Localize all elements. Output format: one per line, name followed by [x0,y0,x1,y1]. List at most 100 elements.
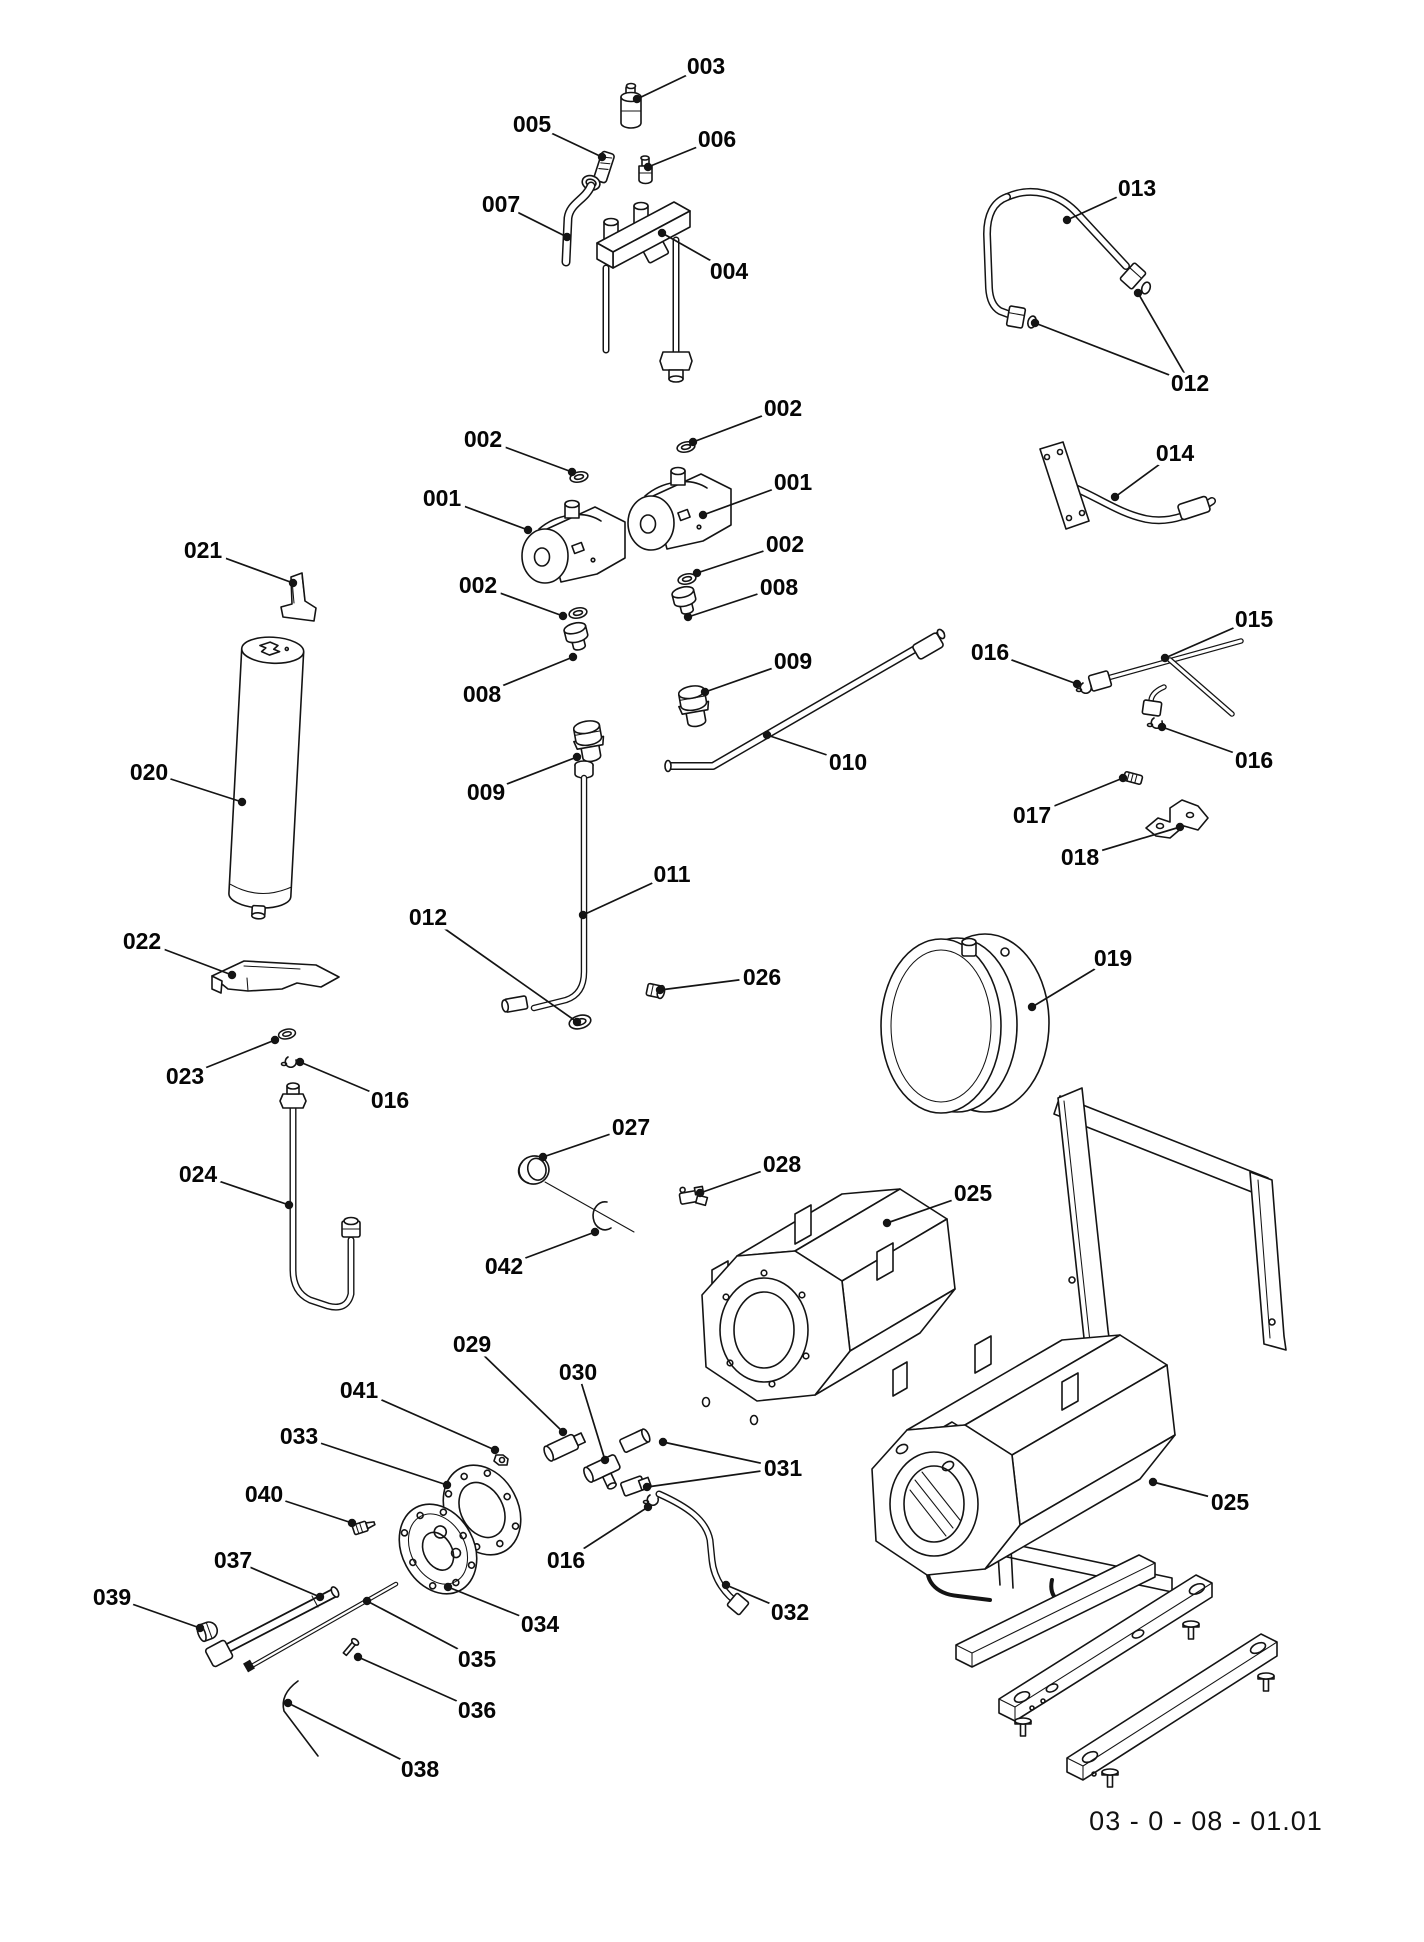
callout-label: 017 [1013,802,1051,828]
part-base-rails [955,1554,1278,1788]
part-014-flanged-pipe [1039,441,1216,530]
part-041-nut [493,1454,509,1466]
part-040-screw [351,1520,376,1536]
callout-label: 023 [166,1063,204,1089]
callout-035: 035 [362,1596,501,1677]
callout-004: 004 [657,228,753,289]
callout-023: 023 [161,1035,280,1094]
callout-label: 025 [954,1180,993,1206]
callout-003: 003 [632,49,730,104]
callout-012: 012 [404,900,582,1027]
callout-001: 001 [418,481,533,535]
callout-024: 024 [174,1157,294,1210]
callout-label: 006 [698,126,736,152]
part-003-dosing-pump [620,82,642,129]
part-019-expansion-tank [880,933,1050,1114]
callout-label: 014 [1156,440,1195,466]
part-001-circulation-pumps [521,466,732,584]
callout-label: 001 [423,485,462,511]
callout-015: 015 [1160,602,1278,663]
callout-label: 041 [340,1377,379,1403]
part-038-wire-rod [282,1680,319,1757]
callout-010: 010 [762,730,872,780]
callout-006: 006 [643,122,741,172]
parts-layer [196,82,1287,1788]
axis-line-027-042 [544,1181,635,1233]
drawing-number: 03 - 0 - 08 - 01.01 [1089,1806,1323,1836]
callout-019: 019 [1027,941,1137,1012]
callout-009: 009 [462,752,582,810]
part-024-u-pipe [279,1082,361,1311]
callout-007: 007 [477,187,572,242]
callout-022: 022 [118,924,237,980]
part-036-pin [342,1637,360,1657]
callout-label: 009 [467,779,505,805]
part-028-valve [678,1185,709,1207]
callout-label: 035 [458,1646,497,1672]
callout-label: 003 [687,53,725,79]
part-034-burner-flange [398,1503,478,1595]
callout-label: 029 [453,1331,491,1357]
callout-002: 002 [459,422,577,477]
callout-029: 029 [448,1327,568,1437]
callout-label: 005 [513,111,552,137]
callout-002: 002 [692,527,809,578]
callout-002: 002 [688,391,807,447]
callout-label: 012 [1171,370,1209,396]
callout-027: 027 [538,1110,655,1162]
callout-label: 026 [743,964,781,990]
callout-026: 026 [655,960,786,995]
part-025-heat-exchanger-lower [871,1334,1176,1610]
callout-label: 008 [463,681,502,707]
callout-label: 034 [521,1611,560,1637]
callout-label: 010 [829,749,867,775]
callout-label: 012 [409,904,447,930]
part-030-tee-fitting [583,1454,621,1490]
part-017-screw [1122,770,1144,786]
callout-021: 021 [179,533,298,588]
callout-label: 004 [710,258,749,284]
part-010-long-pipe [664,628,946,773]
part-009-fittings [569,682,714,765]
callout-034: 034 [443,1582,564,1642]
callout-label: 013 [1118,175,1156,201]
callout-001: 001 [698,465,817,520]
callout-label: 002 [764,395,802,421]
part-025-heat-exchanger-upper [701,1188,956,1426]
callout-label: 021 [184,537,223,563]
callout-label: 016 [971,639,1009,665]
part-037-support-tube [204,1586,340,1668]
part-035-rod [243,1581,399,1673]
part-018-bracket [1145,799,1209,839]
callout-017: 017 [1008,773,1128,833]
callout-008: 008 [458,652,578,712]
callout-label: 038 [401,1756,440,1782]
part-032-fuel-pipe [655,1490,750,1616]
callout-041: 041 [335,1373,500,1455]
callout-013: 013 [1062,171,1161,225]
part-008-plugs [562,583,700,654]
callout-label: 016 [1235,747,1273,773]
callout-016: 016 [966,635,1082,689]
callout-label: 018 [1061,844,1100,870]
callout-label: 024 [179,1161,218,1187]
callout-042: 042 [480,1227,600,1284]
part-022-shield-plate [211,960,340,994]
part-020-muffler [228,636,305,920]
callout-002: 002 [454,568,568,621]
callout-label: 008 [760,574,799,600]
callout-028: 028 [695,1147,806,1198]
callout-005: 005 [508,107,607,162]
callout-label: 039 [93,1584,131,1610]
callout-037: 037 [209,1543,325,1602]
part-042-retaining-clip [592,1201,612,1231]
callout-label: 025 [1211,1489,1250,1515]
part-004-manifold [596,201,693,383]
callout-009: 009 [700,644,817,697]
callout-011: 011 [578,857,695,920]
callout-label: 020 [130,759,168,785]
part-023-ring [276,1026,298,1042]
callout-label: 042 [485,1253,523,1279]
callout-label: 002 [459,572,497,598]
